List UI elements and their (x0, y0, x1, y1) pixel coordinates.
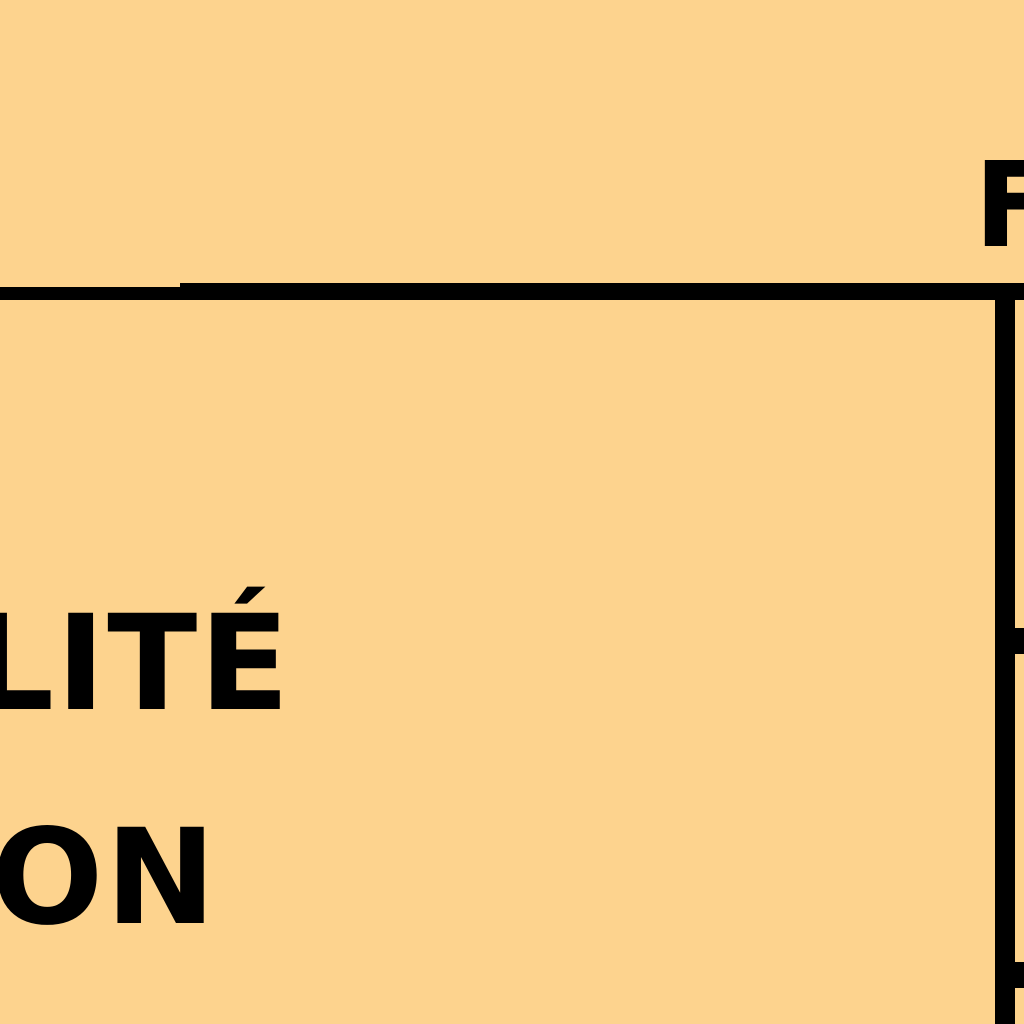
column-header-fragment: F (974, 136, 1024, 274)
table-row-divider-stub (1010, 962, 1024, 988)
table-right-rule (995, 290, 1015, 1024)
row-label-ion: ION (0, 801, 218, 955)
table-top-rule-gap (0, 283, 180, 287)
row-label-lite: LITÉ (0, 587, 292, 741)
table-row-divider-stub (1010, 628, 1024, 654)
table-top-rule (0, 283, 1024, 300)
